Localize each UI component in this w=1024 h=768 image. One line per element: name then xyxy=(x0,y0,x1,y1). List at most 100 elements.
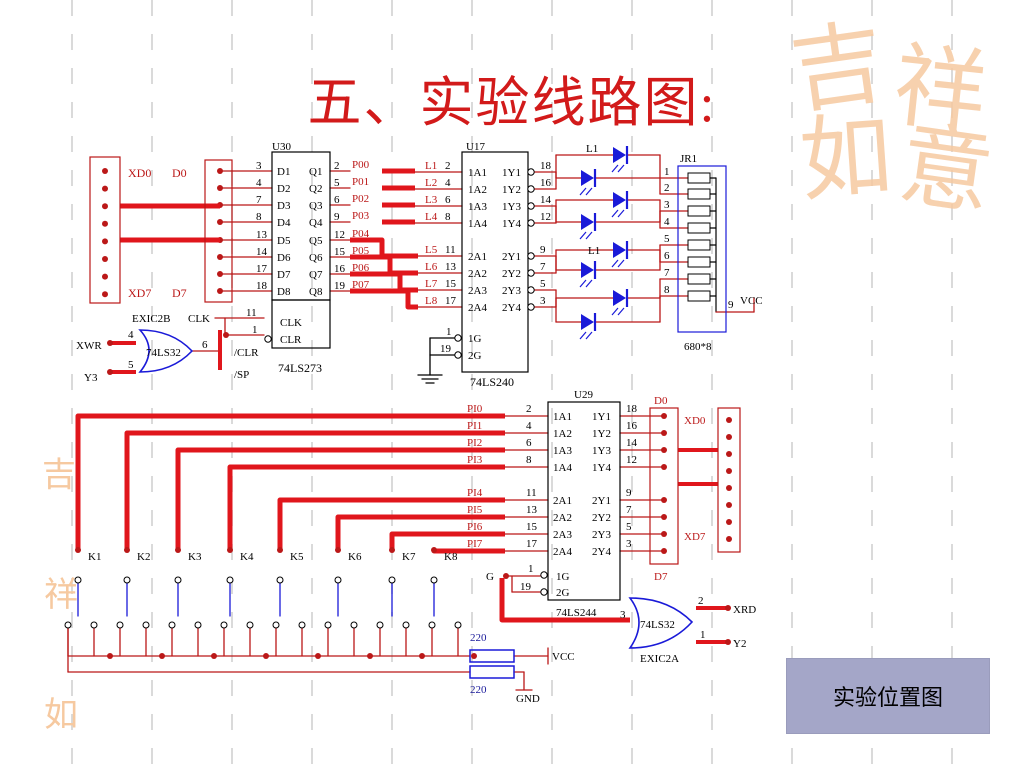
jr1-pin: 2 xyxy=(664,182,670,194)
junction-dot xyxy=(367,653,373,659)
u30-clkpin: 11 xyxy=(246,307,257,319)
junction-dot xyxy=(503,573,509,579)
u29-ypin: 18 xyxy=(626,403,638,415)
watermark-char-4: 意 xyxy=(893,110,999,229)
u29-ypin: 3 xyxy=(626,538,632,550)
connector-pin xyxy=(726,468,732,474)
gate-in1-bottom: XRD xyxy=(733,604,756,616)
xd0-label: XD0 xyxy=(128,166,151,180)
u17-g2-bubble xyxy=(454,351,462,359)
u17-y-bubble xyxy=(527,252,535,260)
side-mark-1: 吉 xyxy=(42,455,76,495)
u29-a: 2A2 xyxy=(553,512,572,524)
contact xyxy=(454,621,462,629)
u29-apin: 2 xyxy=(526,403,532,415)
led-ray xyxy=(617,307,625,316)
xd7-label: XD7 xyxy=(128,286,151,300)
p-bus-label: P02 xyxy=(352,193,369,205)
gate-pin: 5 xyxy=(128,359,134,371)
watermark-logo: 吉 祥 如 意 xyxy=(785,8,999,229)
u17-g1pin: 1 xyxy=(446,326,452,338)
led-icon xyxy=(581,170,594,186)
u30-qpin: 16 xyxy=(334,263,346,275)
contact xyxy=(64,621,72,629)
u29-a: 2A4 xyxy=(553,546,572,558)
u29-apin: 13 xyxy=(526,504,538,516)
l-label: L2 xyxy=(425,177,437,189)
led-icon xyxy=(581,262,594,278)
u30-q: Q2 xyxy=(309,183,322,195)
contact xyxy=(194,621,202,629)
led-ray xyxy=(617,259,625,268)
u17-a: 1A3 xyxy=(468,201,487,213)
u17-y-bubble xyxy=(527,269,535,277)
junction-dot xyxy=(223,332,229,338)
u30-d: D8 xyxy=(277,286,291,298)
connector-pin xyxy=(726,519,732,525)
u29-apin: 15 xyxy=(526,521,538,533)
u17-apin: 8 xyxy=(445,211,451,223)
p-bus-label: P04 xyxy=(352,228,370,240)
junction-dot xyxy=(335,547,341,553)
junction-dot xyxy=(227,547,233,553)
led-icon xyxy=(613,290,626,306)
u29-g: G xyxy=(486,571,494,583)
vcc-label: VCC xyxy=(552,651,575,663)
u17-apin: 13 xyxy=(445,261,457,273)
u17-a: 2A3 xyxy=(468,285,487,297)
u29-ypin: 14 xyxy=(626,437,638,449)
u17-y: 1Y1 xyxy=(502,167,521,179)
switch-contact xyxy=(226,576,234,584)
or-gate-top xyxy=(138,329,194,373)
u29-a: 1A3 xyxy=(553,445,572,457)
xd-connector-top xyxy=(89,156,121,304)
resistor-gnd xyxy=(469,665,515,679)
l-label: L4 xyxy=(425,211,438,223)
u17-g2: 2G xyxy=(468,350,482,362)
resistor-pack-jr1 xyxy=(677,165,727,333)
k-label: K2 xyxy=(137,551,150,563)
page-title: 五、实验线路图: xyxy=(307,73,717,133)
l-label: L3 xyxy=(425,194,438,206)
u17-y-bubble xyxy=(527,168,535,176)
led-icon xyxy=(613,192,626,208)
u30-qpin: 12 xyxy=(334,229,345,241)
l-label: L7 xyxy=(425,278,438,290)
experiment-location-button[interactable]: 实验位置图 xyxy=(786,658,990,734)
led-ray xyxy=(617,164,625,173)
led-ray xyxy=(611,307,619,316)
contact xyxy=(168,621,176,629)
u30-qpin: 9 xyxy=(334,211,340,223)
k-label: K3 xyxy=(188,551,202,563)
led-icon xyxy=(613,147,626,163)
u17-apin: 15 xyxy=(445,278,457,290)
dashed-grid xyxy=(71,0,953,764)
d7-label: D7 xyxy=(172,286,187,300)
led-ray xyxy=(579,231,587,240)
u17-a: 1A2 xyxy=(468,184,487,196)
chip-u29 xyxy=(547,401,621,601)
jr1-pin9: 9 xyxy=(728,299,734,311)
u17-ypin: 14 xyxy=(540,194,552,206)
u29-g1: 1G xyxy=(556,571,570,583)
u30-dpin: 3 xyxy=(256,160,262,172)
led-ray xyxy=(585,279,593,288)
junction-dot xyxy=(725,639,731,645)
connector-pin xyxy=(726,434,732,440)
u30-d: D6 xyxy=(277,252,291,264)
contact xyxy=(428,621,436,629)
junction-dot xyxy=(661,430,667,436)
u17-y: 1Y2 xyxy=(502,184,521,196)
u29-y: 1Y1 xyxy=(592,411,611,423)
u30-qpin: 5 xyxy=(334,177,340,189)
u30-dpin: 17 xyxy=(256,263,268,275)
u29-g1-bubble xyxy=(540,571,548,579)
u30-dpin: 4 xyxy=(256,177,262,189)
connector-pin xyxy=(102,220,108,227)
u17-ypin: 12 xyxy=(540,211,551,223)
u30-q: Q5 xyxy=(309,235,323,247)
schematic-wires xyxy=(67,154,755,691)
gate-in1-top: XWR xyxy=(76,340,102,352)
contact xyxy=(90,621,98,629)
gate-pin: 4 xyxy=(128,329,134,341)
